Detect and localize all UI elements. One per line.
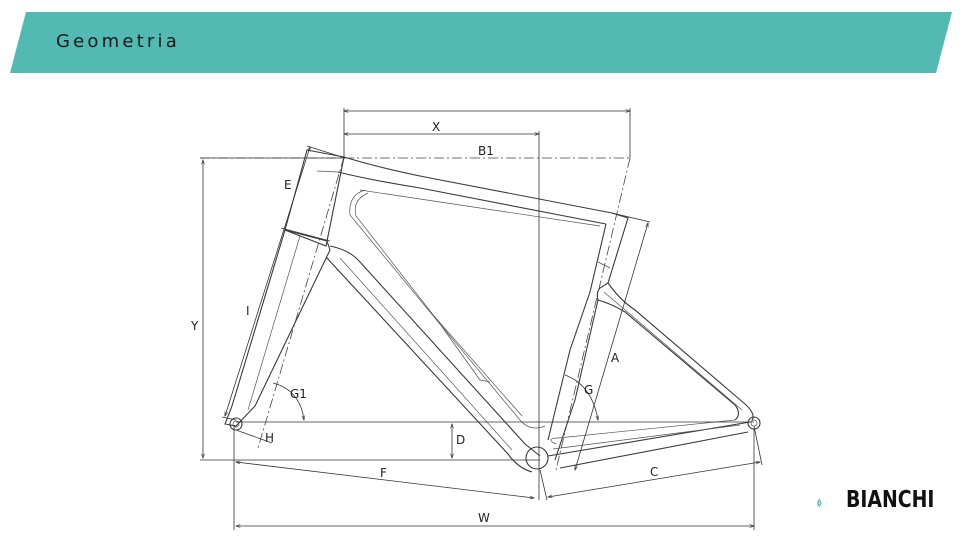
- label-g: G: [584, 383, 593, 397]
- label-i: I: [246, 304, 250, 318]
- header-band: [10, 12, 952, 73]
- label-f: F: [380, 466, 387, 480]
- page-title: Geometria: [56, 31, 180, 52]
- label-y: Y: [190, 319, 199, 333]
- label-g1: G1: [290, 387, 307, 401]
- label-x: X: [432, 120, 440, 134]
- label-e: E: [284, 178, 292, 192]
- dimension-lines: [200, 108, 763, 530]
- bianchi-eagle-crest-icon: [817, 498, 822, 508]
- bike-frame-drawing: [224, 149, 761, 473]
- label-d: D: [456, 433, 465, 447]
- brand-name: BIANCHI: [846, 487, 935, 513]
- label-b1: B1: [478, 144, 494, 158]
- label-h: H: [265, 431, 274, 445]
- label-c: C: [650, 465, 658, 479]
- label-w: W: [478, 511, 490, 525]
- label-a: A: [611, 351, 620, 365]
